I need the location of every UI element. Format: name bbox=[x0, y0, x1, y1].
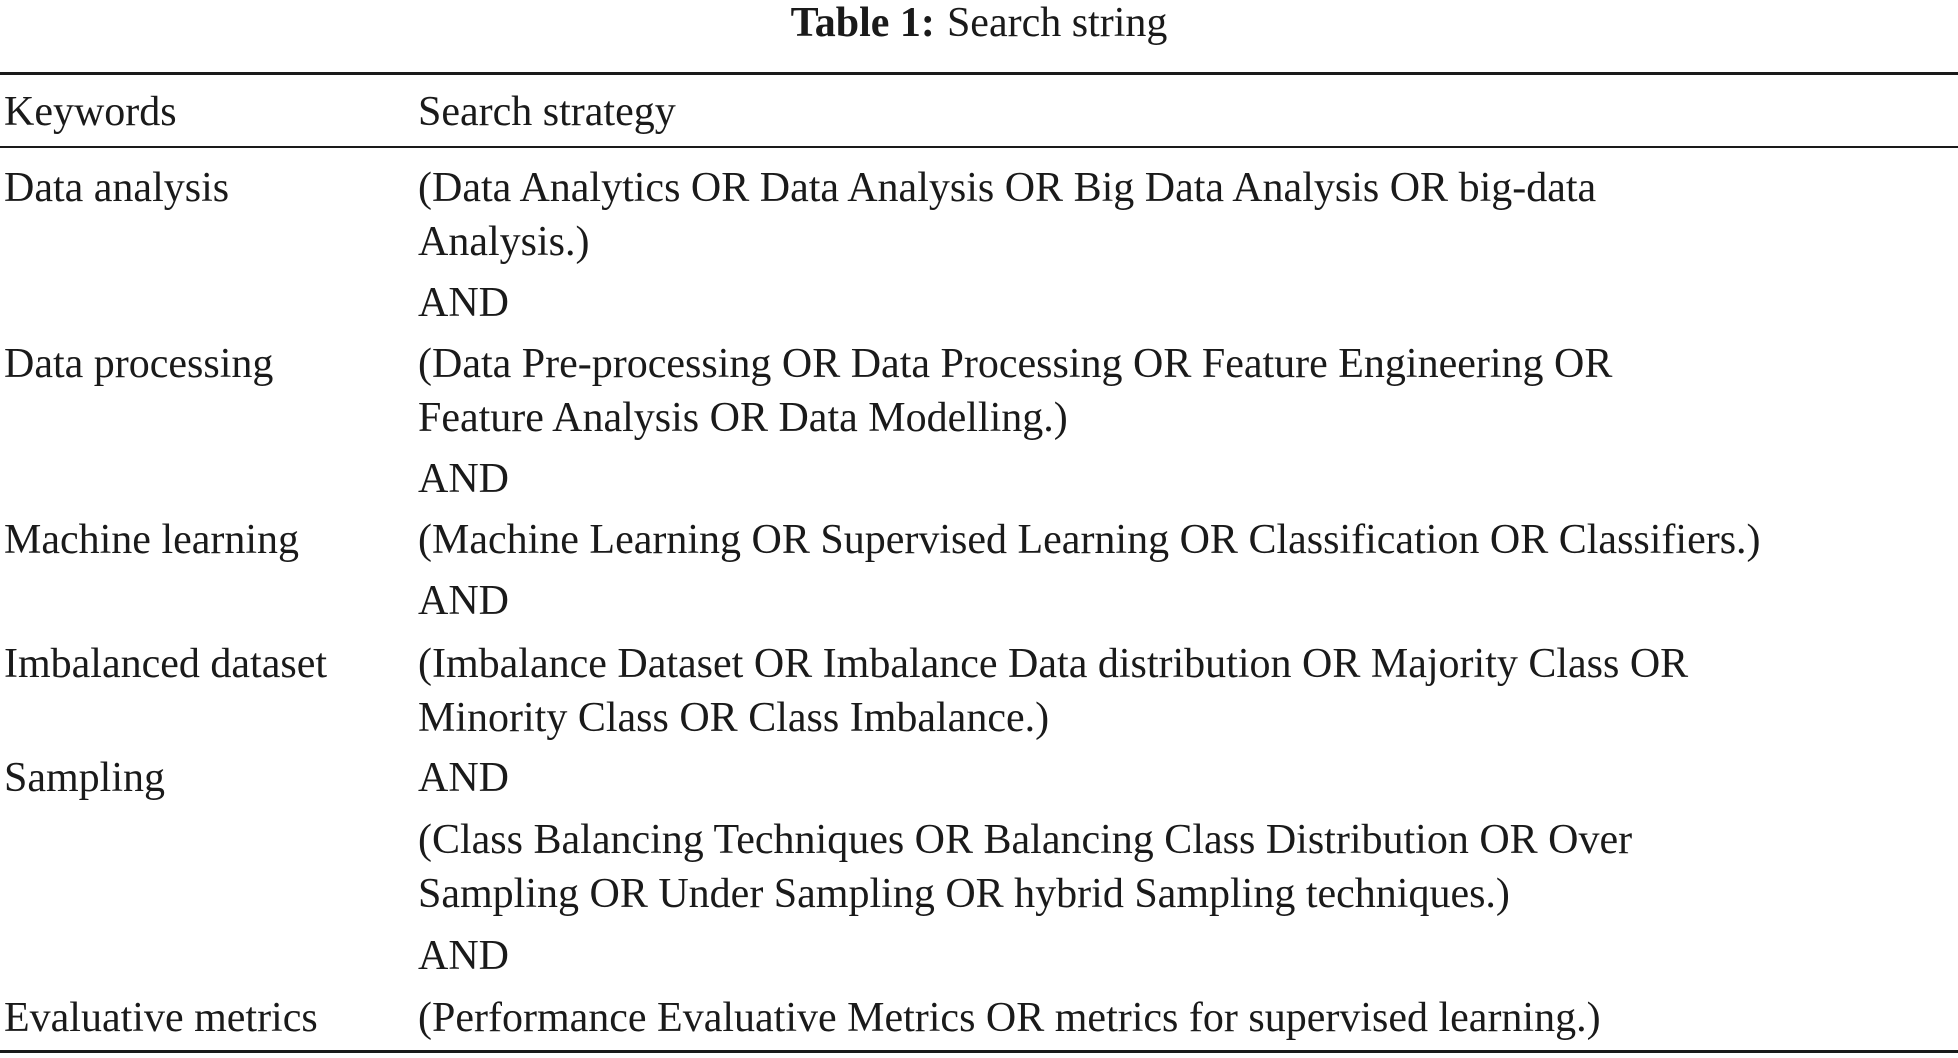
table-label: Table 1: bbox=[790, 0, 935, 46]
strategy-line: (Imbalance Dataset OR Imbalance Data dis… bbox=[418, 641, 1689, 687]
header-rule bbox=[0, 146, 1958, 148]
strategy-line: Sampling OR Under Sampling OR hybrid Sam… bbox=[418, 871, 1510, 917]
keyword-cell: Machine learning bbox=[4, 517, 300, 563]
keyword-cell: Evaluative metrics bbox=[4, 995, 318, 1041]
strategy-line: (Performance Evaluative Metrics OR metri… bbox=[418, 995, 1601, 1041]
strategy-line: Minority Class OR Class Imbalance.) bbox=[418, 695, 1050, 741]
strategy-line: (Class Balancing Techniques OR Balancing… bbox=[418, 817, 1633, 863]
keyword-cell: Sampling bbox=[4, 755, 166, 801]
table-caption: Table 1:Search string bbox=[0, 0, 1958, 46]
top-rule bbox=[0, 72, 1958, 75]
header-keywords: Keywords bbox=[4, 89, 177, 135]
header-search-strategy: Search strategy bbox=[418, 89, 676, 135]
keyword-cell: Data analysis bbox=[4, 165, 230, 211]
bottom-rule bbox=[0, 1050, 1958, 1053]
table-title: Search string bbox=[946, 0, 1168, 46]
strategy-line: (Data Analytics OR Data Analysis OR Big … bbox=[418, 165, 1597, 211]
strategy-and: AND bbox=[418, 280, 509, 326]
strategy-and: AND bbox=[418, 578, 509, 624]
keyword-cell: Data processing bbox=[4, 341, 274, 387]
strategy-line: (Machine Learning OR Supervised Learning… bbox=[418, 517, 1761, 563]
strategy-line: Analysis.) bbox=[418, 219, 590, 265]
strategy-and: AND bbox=[418, 933, 509, 979]
keyword-cell: Imbalanced dataset bbox=[4, 641, 327, 687]
strategy-line: Feature Analysis OR Data Modelling.) bbox=[418, 395, 1068, 441]
strategy-line: (Data Pre-processing OR Data Processing … bbox=[418, 341, 1613, 387]
strategy-and: AND bbox=[418, 456, 509, 502]
strategy-and: AND bbox=[418, 755, 509, 801]
